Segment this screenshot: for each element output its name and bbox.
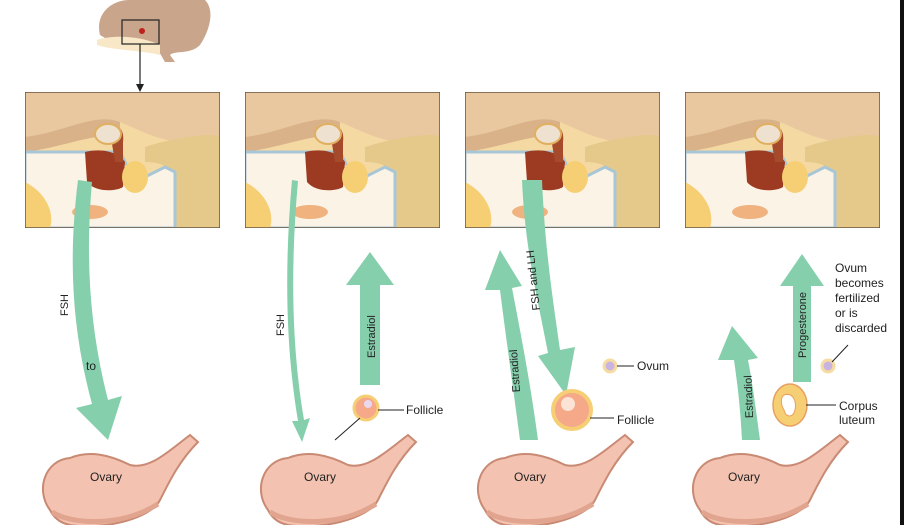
- ovum-3: [602, 358, 634, 374]
- label-luteum: luteum: [839, 413, 875, 427]
- label-ovum-fate-5: discarded: [835, 321, 887, 335]
- label-estradiol-2: Estradiol: [366, 315, 378, 358]
- label-ovary-3: Ovary: [514, 470, 546, 484]
- ovary-2: [261, 435, 416, 525]
- label-follicle-2: Follicle: [406, 403, 444, 417]
- estradiol-arrow-4: [718, 326, 760, 440]
- label-ovum-fate-1: Ovum: [835, 261, 867, 275]
- label-ovum-fate-2: becomes: [835, 276, 884, 290]
- label-fsh-1: FSH: [59, 294, 71, 316]
- pituitary-panel-2: [245, 92, 440, 228]
- progesterone-arrow: [780, 254, 824, 382]
- label-ovary-2: Ovary: [304, 470, 336, 484]
- pituitary-panel-1: [25, 92, 220, 228]
- label-ovum-fate-3: fertilized: [835, 291, 880, 305]
- follicle-3: [551, 389, 614, 431]
- label-progesterone: Progesterone: [797, 292, 809, 358]
- label-ovum-3: Ovum: [637, 359, 669, 373]
- label-follicle-3: Follicle: [617, 413, 655, 427]
- label-to: to: [86, 359, 96, 373]
- label-ovary-1: Ovary: [90, 470, 122, 484]
- ovary-4: [693, 435, 848, 525]
- label-fsh-2: FSH: [275, 314, 287, 336]
- label-corpus: Corpus: [839, 399, 878, 413]
- ovary-3: [478, 435, 633, 525]
- fsh-arrow-2: [287, 180, 310, 442]
- label-ovum-fate-4: or is: [835, 306, 858, 320]
- ovum-4: [820, 344, 849, 374]
- label-estradiol-3: Estradiol: [508, 349, 523, 393]
- estradiol-arrow-2: [346, 252, 394, 385]
- fsh-arrow-1: [72, 180, 122, 440]
- follicle-2: [334, 394, 404, 441]
- pituitary-panel-3: [465, 92, 660, 228]
- label-ovary-4: Ovary: [728, 470, 760, 484]
- label-estradiol-4: Estradiol: [743, 375, 756, 418]
- fsh-lh-arrow: [522, 180, 575, 395]
- corpus-luteum: [772, 383, 836, 427]
- estradiol-arrow-3: [485, 250, 538, 440]
- pituitary-panel-4: [685, 92, 880, 228]
- brain-thumbnail: [97, 0, 211, 92]
